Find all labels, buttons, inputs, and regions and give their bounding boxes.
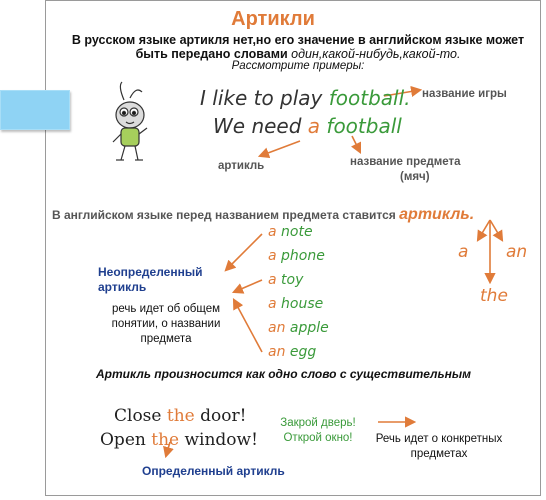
article-statement: В английском языке перед названием предм… (52, 206, 475, 223)
article-a: a (458, 242, 469, 262)
label-article: артикль (218, 160, 265, 172)
list-item: a house (268, 296, 324, 312)
definite-example-2: Open the window! (100, 430, 258, 450)
intro-line-1: В русском языке артикля нет,но его значе… (71, 33, 525, 47)
page-title: Артикли (231, 8, 315, 30)
intro-line-2: быть передано словами один,какой-нибудь,… (135, 47, 461, 61)
example-sentence-1: I like to play football. (200, 86, 411, 110)
indefinite-label-1: Неопределенный (98, 265, 203, 279)
label-object-name: название предмета (350, 156, 461, 168)
sticky-note-icon (0, 90, 70, 130)
pronounce-note: Артикль произносится как одно слово с су… (96, 367, 471, 381)
list-item: a phone (268, 248, 325, 264)
definite-example-1: Close the door! (114, 406, 247, 426)
list-item: an egg (268, 344, 317, 360)
article-an: an (506, 242, 528, 262)
specific-description: Речь идет о конкретных предметах (375, 433, 503, 460)
list-item: a toy (268, 272, 304, 288)
slide-frame (45, 0, 541, 496)
consider-examples: Рассмотрите примеры: (231, 60, 365, 72)
translation-1: Закрой дверь! (280, 417, 356, 429)
translation-2: Открой окно! (283, 432, 353, 444)
definite-label: Определенный артикль (142, 464, 285, 478)
example-sentence-2: We need a football (213, 114, 402, 138)
list-item: an apple (268, 320, 329, 336)
indefinite-label-2: артикль (98, 280, 147, 294)
indefinite-description: речь идет об общем понятии, о названии п… (111, 303, 221, 345)
list-item: a note (268, 224, 313, 240)
article-the: the (480, 286, 508, 306)
label-object-ball: (мяч) (400, 171, 430, 183)
label-game-name: название игры (422, 88, 507, 100)
